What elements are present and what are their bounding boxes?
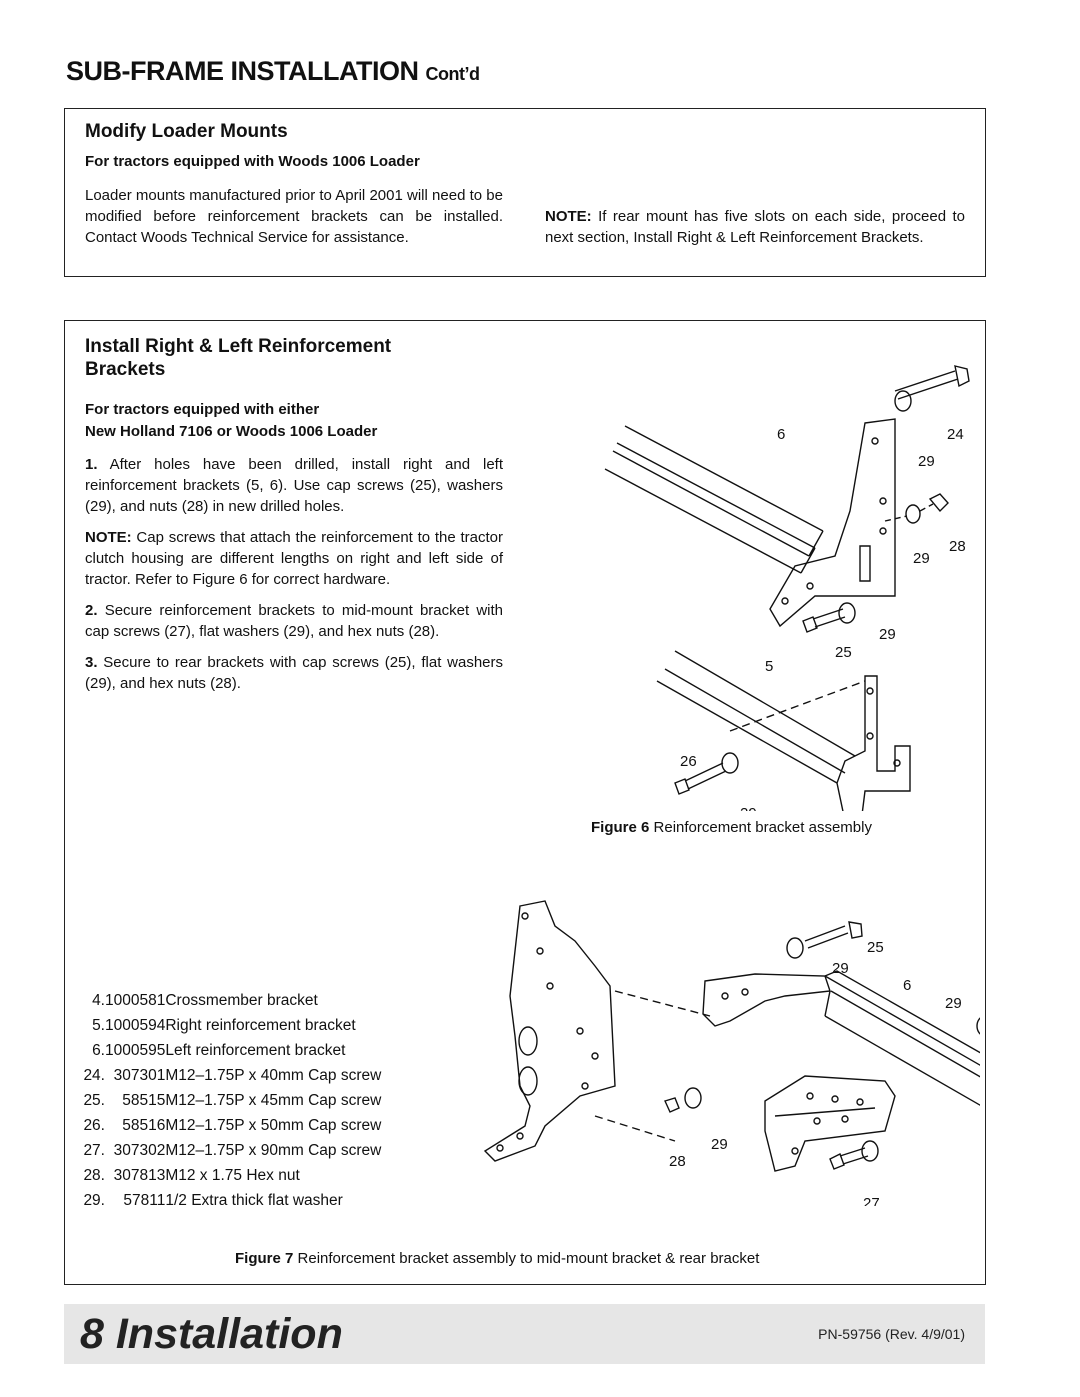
part-description: M12–1.75P x 40mm Cap screw [165, 1067, 382, 1084]
part-number: 1000581 [105, 992, 166, 1009]
callout: 28 [669, 1153, 686, 1170]
part-number: 58516 [122, 1117, 166, 1134]
note-text: If rear mount has five slots on each sid… [545, 208, 965, 246]
install-brackets-box: Install Right & Left Reinforcement Brack… [64, 320, 986, 1285]
heading-line2: Brackets [85, 359, 166, 380]
callout: 29 [879, 626, 896, 643]
page-title-contd: Cont’d [425, 64, 480, 84]
step-note: NOTE: Cap screws that attach the reinfor… [85, 527, 503, 590]
callout: 29 [711, 1136, 728, 1153]
callout: 29 [832, 960, 849, 977]
sub-line1: For tractors equipped with either [85, 401, 320, 418]
heading-line1: Install Right & Left Reinforcement [85, 336, 392, 357]
section-subheading: For tractors equipped with Woods 1006 Lo… [85, 153, 420, 170]
figure-7-caption: Figure 7 Reinforcement bracket assembly … [235, 1250, 759, 1267]
part-description: Right reinforcement bracket [165, 1017, 356, 1034]
part-number-index: 27. [83, 1142, 105, 1159]
part-description: 1/2 Extra thick flat washer [165, 1192, 343, 1209]
figure-7-drawing: 25 29 6 28 29 29 28 27 [483, 900, 980, 1206]
part-number: 57811 [123, 1192, 166, 1209]
part-number-index: 29. [83, 1192, 105, 1209]
steps: 1. After holes have been drilled, instal… [85, 454, 503, 704]
step-text: Secure to rear brackets with cap screws … [85, 654, 503, 692]
step-number: 3. [85, 654, 98, 671]
part-description: M12–1.75P x 50mm Cap screw [165, 1117, 382, 1134]
step-number: 2. [85, 602, 98, 619]
sub-line2: New Holland 7106 or Woods 1006 Loader [85, 423, 378, 440]
part-number-index: 28. [83, 1167, 105, 1184]
caption-text: Reinforcement bracket assembly [649, 819, 872, 836]
callout: 6 [903, 977, 911, 994]
step-text: After holes have been drilled, install r… [85, 456, 503, 515]
footer-page-title: 8 Installation [80, 1310, 343, 1358]
caption-text: Reinforcement bracket assembly to mid-mo… [293, 1250, 760, 1267]
page-title: SUB-FRAME INSTALLATION Cont’d [66, 56, 480, 87]
step-text: Secure reinforcement brackets to mid-mou… [85, 602, 503, 640]
section-heading: Modify Loader Mounts [85, 121, 288, 142]
callout: 29 [918, 453, 935, 470]
part-number: 58515 [122, 1092, 166, 1109]
footer-revision: PN-59756 (Rev. 4/9/01) [818, 1326, 965, 1342]
callout: 29 [913, 550, 930, 567]
page-title-text: SUB-FRAME INSTALLATION [66, 56, 419, 86]
part-description: M12–1.75P x 45mm Cap screw [165, 1092, 382, 1109]
part-description: M12–1.75P x 90mm Cap screw [165, 1142, 382, 1159]
section-heading: Install Right & Left Reinforcement Brack… [85, 335, 391, 381]
part-number-index: 4. [92, 992, 105, 1009]
note-text: Cap screws that attach the reinforcement… [85, 529, 503, 588]
part-number-index: 25. [83, 1092, 105, 1109]
callout: 6 [777, 426, 785, 443]
callout: 24 [947, 426, 964, 443]
part-number-index: 26. [83, 1117, 105, 1134]
step-2: 2. Secure reinforcement brackets to mid-… [85, 600, 503, 642]
part-number-index: 24. [83, 1067, 105, 1084]
figure-7-callouts: 25 29 6 28 29 29 28 27 [669, 939, 962, 1206]
callout: 27 [863, 1195, 880, 1206]
callout: 29 [945, 995, 962, 1012]
figure-6-drawing: 6 24 29 28 29 29 25 5 26 29 [604, 365, 970, 811]
section-subheading: For tractors equipped with either New Ho… [85, 399, 377, 443]
part-number: 1000595 [105, 1042, 166, 1059]
part-number: 1000594 [105, 1017, 166, 1034]
page-footer: 8 Installation PN-59756 (Rev. 4/9/01) [64, 1304, 985, 1364]
part-number: 307302 [113, 1142, 166, 1159]
part-number-index: 5. [92, 1017, 105, 1034]
callout: 29 [740, 805, 757, 811]
callout: 5 [765, 658, 773, 675]
part-number: 307813 [113, 1167, 166, 1184]
figure-6-caption: Figure 6 Reinforcement bracket assembly [591, 819, 872, 836]
part-number-index: 6. [92, 1042, 105, 1059]
callout: 28 [949, 538, 966, 555]
part-description: M12 x 1.75 Hex nut [165, 1167, 300, 1184]
part-description: Crossmember bracket [165, 992, 318, 1009]
part-description: Left reinforcement bracket [165, 1042, 346, 1059]
note-label: NOTE: [85, 529, 132, 546]
modify-loader-mounts-box: Modify Loader Mounts For tractors equipp… [64, 108, 986, 277]
caption-label: Figure 7 [235, 1250, 294, 1267]
callout: 25 [867, 939, 884, 956]
section-body: Loader mounts manufactured prior to Apri… [85, 187, 503, 246]
caption-label: Figure 6 [591, 819, 650, 836]
section-note: NOTE: If rear mount has five slots on ea… [545, 206, 965, 248]
step-3: 3. Secure to rear brackets with cap scre… [85, 652, 503, 694]
part-number: 307301 [113, 1067, 166, 1084]
step-1: 1. After holes have been drilled, instal… [85, 454, 503, 517]
callout: 25 [835, 644, 852, 661]
callout: 26 [680, 753, 697, 770]
note-label: NOTE: [545, 208, 592, 225]
step-number: 1. [85, 456, 98, 473]
figure-6-callouts: 6 24 29 28 29 29 25 5 26 29 [680, 426, 966, 811]
